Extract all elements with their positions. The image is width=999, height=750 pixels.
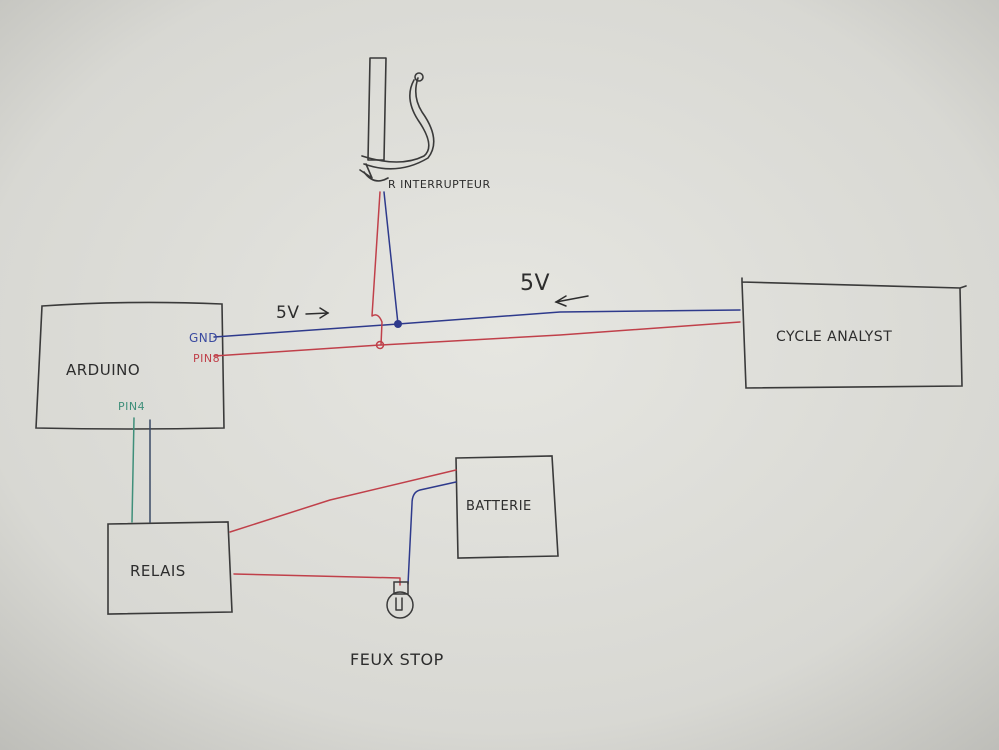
pin8-wire [213,321,741,357]
switch-blue-wire [383,191,399,325]
batterie-bulb-wire [407,481,457,585]
switch-red-wire [371,191,383,346]
pin4-label: PIN4 [118,400,145,413]
brake-lever-icon [359,57,435,182]
voltage-right-label: 5V [520,271,550,296]
pin8-label: PIN8 [193,352,220,365]
relais-label: RELAIS [130,562,186,580]
batterie-box [455,455,559,559]
feux-stop-label: FEUX STOP [350,650,444,669]
pin4-wire-a [131,417,135,523]
arrow-left-icon [554,295,589,307]
voltage-left-label: 5V [276,303,299,323]
arduino-label: ARDUINO [66,361,140,379]
batterie-label: BATTERIE [466,499,532,514]
relais-batterie-wire [229,469,457,533]
interrupteur-label: R INTERRUPTEUR [388,178,491,191]
junction-dot-icon [375,340,385,350]
relais-box [107,521,233,615]
junction-dot-icon [394,320,402,328]
arduino-box [35,301,225,430]
arrow-right-icon [305,307,330,319]
cycle-analyst-box [741,277,967,389]
gnd-pin-label: GND [189,331,218,345]
gnd-wire [213,309,741,338]
cycle-analyst-label: CYCLE ANALYST [776,329,892,345]
bulb-icon [386,581,414,619]
